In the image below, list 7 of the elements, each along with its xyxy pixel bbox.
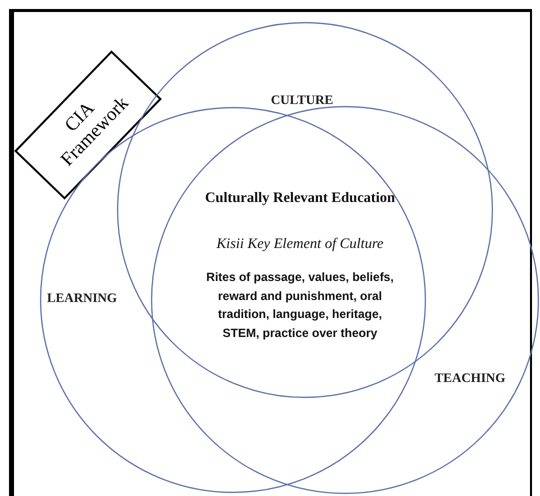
subheading: Kisii Key Element of Culture (215, 236, 384, 253)
circle-label: LEARNING (46, 290, 118, 306)
venn-circle (151, 106, 539, 494)
circle-label: TEACHING (434, 370, 506, 386)
element-list: Rites of passage, values, beliefs, reward and punishment, oral tradition, language, heritage, STEM, practice over theory (200, 268, 400, 342)
circle-label: CULTURE (270, 92, 334, 108)
center-heading: Culturally Relevant Education (204, 190, 396, 207)
